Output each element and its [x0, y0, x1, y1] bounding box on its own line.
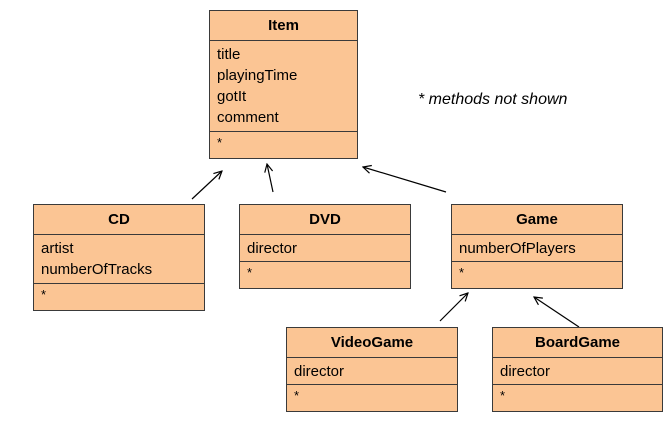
class-dvd-methods: * — [247, 265, 253, 280]
class-cd-methods: * — [41, 287, 47, 302]
class-game: Game numberOfPlayers * — [451, 204, 623, 289]
class-dvd-name: DVD — [240, 205, 410, 235]
class-cd-attributes: artist numberOfTracks — [34, 235, 204, 284]
class-dvd-attributes: director — [240, 235, 410, 262]
attribute: comment — [217, 109, 279, 126]
arrow-dvd-to-item — [267, 164, 274, 193]
attribute: director — [247, 240, 298, 257]
attribute: numberOfTracks — [41, 261, 153, 278]
class-item-name: Item — [210, 11, 357, 41]
class-boardgame-methods: * — [500, 388, 506, 403]
arrow-videogame-to-game — [439, 293, 468, 322]
class-cd: CD artist numberOfTracks * — [33, 204, 205, 311]
class-item-methods: * — [217, 135, 223, 150]
class-cd-name: CD — [34, 205, 204, 235]
class-game-attributes: numberOfPlayers — [452, 235, 622, 262]
class-item: Item title playingTime gotIt comment * — [209, 10, 358, 159]
class-boardgame-attributes: director — [493, 358, 662, 385]
methods-note: * methods not shown — [418, 91, 568, 108]
attribute: playingTime — [217, 67, 298, 84]
attribute: artist — [41, 240, 74, 257]
class-game-name: Game — [452, 205, 622, 235]
attribute: gotIt — [217, 88, 247, 105]
arrow-cd-to-item — [191, 171, 222, 200]
arrow-game-to-item — [363, 167, 447, 193]
class-game-methods: * — [459, 265, 465, 280]
class-item-attributes: title playingTime gotIt comment — [210, 41, 357, 132]
class-boardgame-name: BoardGame — [493, 328, 662, 358]
arrow-boardgame-to-game — [534, 297, 580, 328]
attribute: numberOfPlayers — [459, 240, 576, 257]
class-videogame-attributes: director — [287, 358, 457, 385]
class-dvd: DVD director * — [239, 204, 411, 289]
class-videogame-name: VideoGame — [287, 328, 457, 358]
class-videogame: VideoGame director * — [286, 327, 458, 412]
attribute: director — [500, 363, 551, 380]
attribute: director — [294, 363, 345, 380]
class-videogame-methods: * — [294, 388, 300, 403]
class-boardgame: BoardGame director * — [492, 327, 663, 412]
attribute: title — [217, 46, 241, 63]
